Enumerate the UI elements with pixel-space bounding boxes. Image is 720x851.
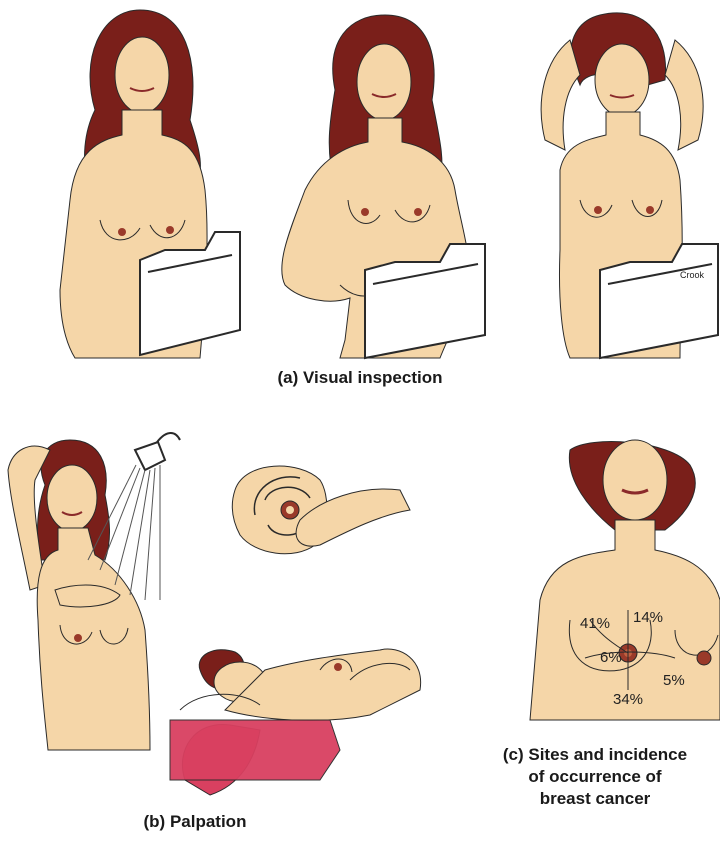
sites-incidence-illustration: 41% 14% 6% 5% 34% xyxy=(470,420,720,740)
figure-lying-down xyxy=(170,649,421,795)
caption-sites-line1: (c) Sites and incidence xyxy=(470,744,720,766)
breast-closeup-circular-motion xyxy=(232,466,410,554)
incidence-upper-outer: 41% xyxy=(580,615,610,632)
visual-inspection-illustration: Crook xyxy=(0,0,720,360)
caption-visual-inspection: (a) Visual inspection xyxy=(0,368,720,388)
caption-palpation: (b) Palpation xyxy=(100,812,290,832)
visual-inspection-panel: Crook (a) Visual inspection xyxy=(0,0,720,400)
artist-signature: Crook xyxy=(680,270,705,280)
incidence-upper-inner: 14% xyxy=(633,609,663,626)
caption-sites-incidence: (c) Sites and incidence of occurrence of… xyxy=(470,744,720,810)
caption-sites-line2: of occurrence of xyxy=(470,766,720,788)
palpation-illustration xyxy=(0,420,470,812)
caption-sites-line3: breast cancer xyxy=(470,788,720,810)
incidence-central: 6% xyxy=(600,649,622,666)
incidence-lower-outer: 34% xyxy=(613,691,643,708)
figure-shower xyxy=(8,440,150,750)
palpation-panel: (b) Palpation xyxy=(0,420,470,851)
sites-incidence-panel: 41% 14% 6% 5% 34% (c) Sites and incidenc… xyxy=(470,420,720,851)
incidence-lower-inner: 5% xyxy=(663,672,685,689)
